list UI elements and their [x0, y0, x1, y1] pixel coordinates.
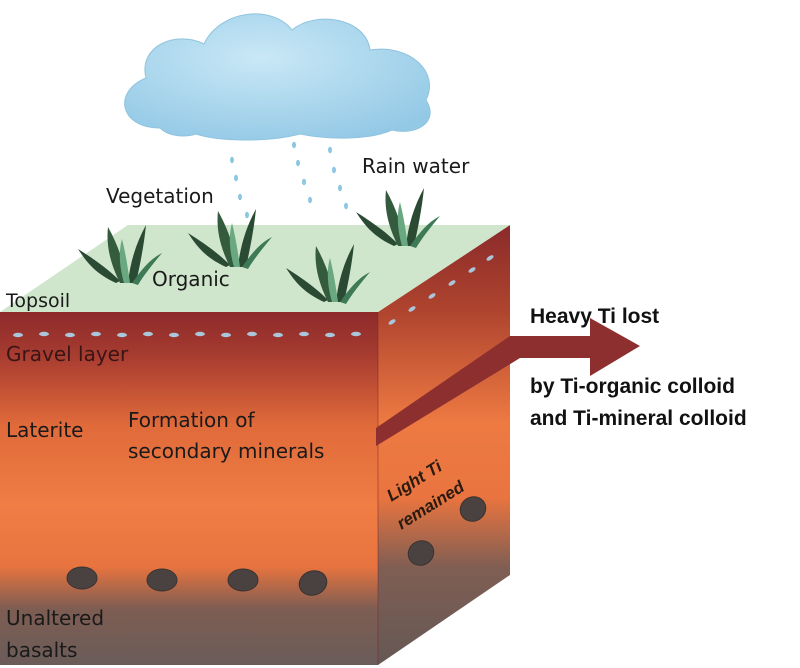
grass-icon [78, 225, 162, 285]
unaltered-label-line2: basalts [6, 638, 78, 662]
rain-drop [292, 141, 296, 149]
cloud-icon [124, 13, 431, 141]
colloid-label-line2: and Ti-mineral colloid [530, 407, 747, 430]
pebble [227, 568, 259, 592]
rain-drop [332, 166, 336, 174]
pebble [407, 540, 435, 566]
colloid-label-line1: by Ti-organic colloid [530, 375, 735, 398]
grass-tufts [78, 188, 440, 304]
vegetation-label: Vegetation [106, 184, 214, 208]
basalt-pebbles [66, 496, 487, 596]
formation-label-line2: secondary minerals [128, 439, 325, 463]
heavy-ti-lost-label: Heavy Ti lost [530, 305, 660, 328]
rain-drop [234, 174, 238, 182]
grass-icon [188, 209, 272, 269]
rain-drop [296, 159, 300, 167]
formation-label-line1: Formation of [128, 408, 255, 432]
rain-drop [344, 202, 348, 210]
gravel-dashes [13, 255, 494, 338]
rain-drop [338, 184, 342, 192]
rain-drop [245, 211, 249, 219]
rain-drop [302, 178, 306, 186]
rain-drop [230, 156, 234, 164]
rain-drops [230, 141, 348, 219]
grass-icon [286, 244, 370, 304]
laterite-label: Laterite [6, 418, 84, 442]
unaltered-label-line1: Unaltered [6, 606, 105, 630]
rain-drop [238, 193, 242, 201]
pebble [298, 570, 328, 596]
pebble [66, 566, 98, 590]
gravel-layer-label: Gravel layer [6, 342, 129, 366]
topsoil-label: Topsoil [6, 290, 71, 312]
pebble [146, 568, 178, 592]
heavy-ti-arrow [376, 318, 640, 446]
pebble [459, 496, 487, 522]
rain-drop [308, 196, 312, 204]
grass-icon [356, 188, 440, 248]
topsoil-surface [0, 225, 510, 312]
organic-label: Organic [152, 267, 230, 291]
rain-drop [328, 146, 332, 154]
rain-water-label: Rain water [362, 154, 470, 178]
